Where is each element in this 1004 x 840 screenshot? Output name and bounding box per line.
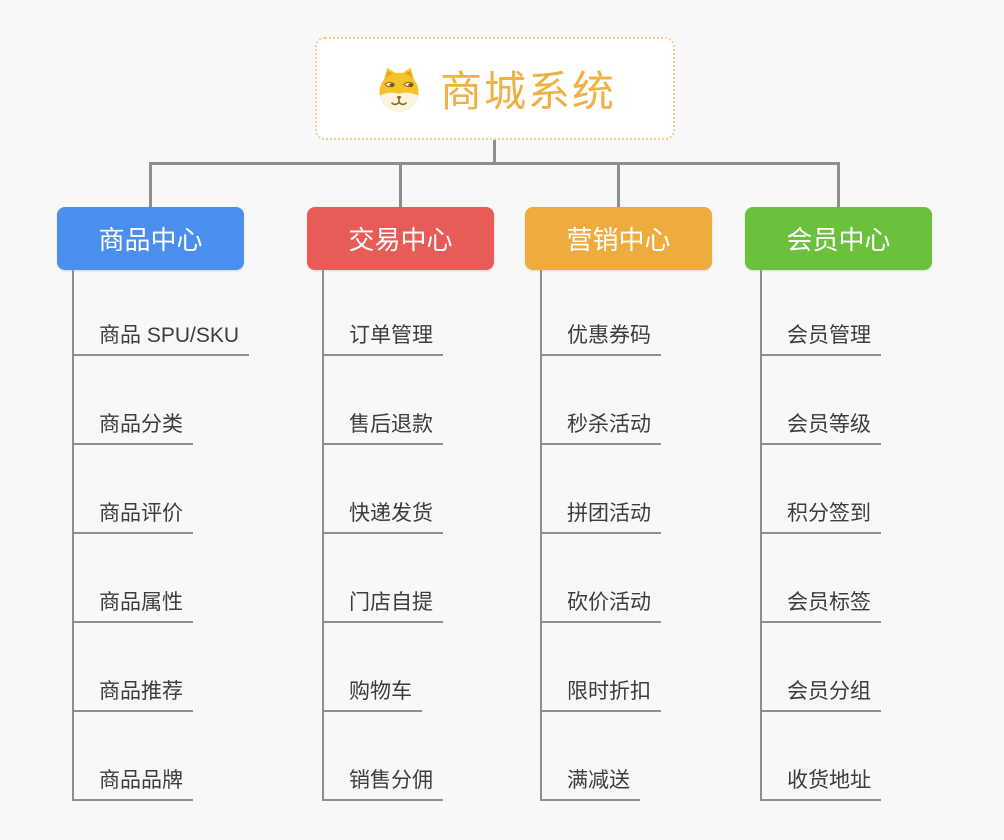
leaf-node[interactable]: 商品属性	[72, 592, 193, 623]
branch-node[interactable]: 交易中心	[307, 207, 494, 270]
leaf-node[interactable]: 会员管理	[760, 325, 881, 356]
leaf-node[interactable]: 商品品牌	[72, 770, 193, 801]
leaf-node[interactable]: 快递发货	[322, 503, 443, 534]
leaf-node[interactable]: 积分签到	[760, 503, 881, 534]
branch-node[interactable]: 商品中心	[57, 207, 244, 270]
leaf-node[interactable]: 订单管理	[322, 325, 443, 356]
leaf-node[interactable]: 商品 SPU/SKU	[72, 325, 250, 356]
leaf-node[interactable]: 商品分类	[72, 414, 193, 445]
root-node[interactable]: 商城系统	[315, 37, 675, 140]
connector-rail	[150, 162, 839, 165]
leaf-node[interactable]: 收货地址	[760, 770, 881, 801]
leaf-node[interactable]: 满减送	[540, 770, 640, 801]
connector-column-line	[72, 270, 74, 800]
connector-branch-drop	[617, 162, 620, 207]
leaf-node[interactable]: 会员标签	[760, 592, 881, 623]
connector-column-line	[760, 270, 762, 800]
root-title: 商城系统	[439, 68, 616, 115]
leaf-node[interactable]: 购物车	[322, 681, 422, 712]
connector-column-line	[322, 270, 324, 800]
leaf-node[interactable]: 售后退款	[322, 414, 443, 445]
leaf-node[interactable]: 砍价活动	[540, 592, 661, 623]
leaf-node[interactable]: 会员等级	[760, 414, 881, 445]
branch-node[interactable]: 会员中心	[745, 207, 932, 270]
leaf-node[interactable]: 秒杀活动	[540, 414, 661, 445]
leaf-node[interactable]: 限时折扣	[540, 681, 661, 712]
connector-branch-drop	[399, 162, 402, 207]
connector-root-drop	[493, 140, 496, 165]
leaf-node[interactable]: 拼团活动	[540, 503, 661, 534]
leaf-node[interactable]: 门店自提	[322, 592, 443, 623]
dog-icon	[379, 67, 419, 112]
connector-branch-drop	[149, 162, 152, 207]
branch-node[interactable]: 营销中心	[525, 207, 712, 270]
connector-column-line	[540, 270, 542, 800]
leaf-node[interactable]: 商品推荐	[72, 681, 193, 712]
connector-branch-drop	[837, 162, 840, 207]
leaf-node[interactable]: 商品评价	[72, 503, 193, 534]
leaf-node[interactable]: 优惠券码	[540, 325, 661, 356]
leaf-node[interactable]: 销售分佣	[322, 770, 443, 801]
leaf-node[interactable]: 会员分组	[760, 681, 881, 712]
